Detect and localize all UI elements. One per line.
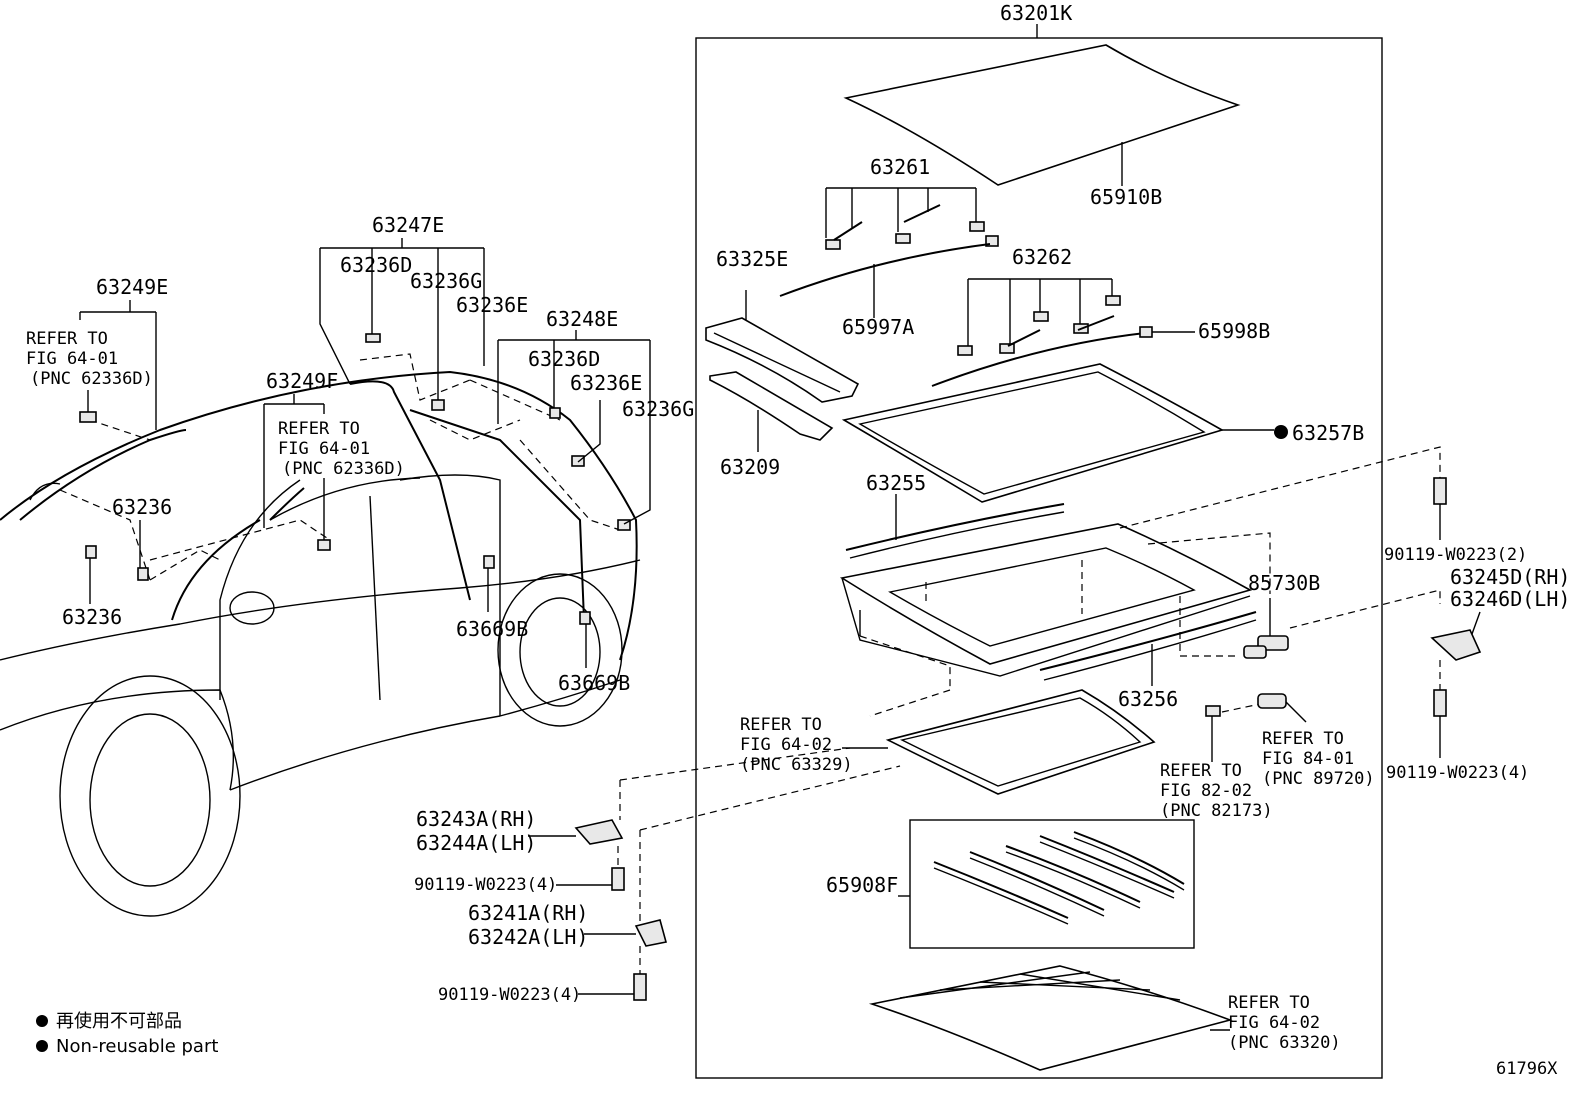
label-63248E: 63248E <box>546 307 618 331</box>
label-63255: 63255 <box>866 471 926 495</box>
label-90119-d: 90119-W0223(4) <box>1386 763 1529 783</box>
svg-text:(PNC 63320): (PNC 63320) <box>1228 1033 1341 1053</box>
left-side-bracket-hardware <box>528 747 901 1001</box>
svg-text:(PNC 62336D): (PNC 62336D) <box>282 459 405 479</box>
label-63243A: 63243A(RH) <box>416 807 536 831</box>
bracket-group-63262 <box>957 278 1121 356</box>
label-63236-b: 63236 <box>62 605 122 629</box>
ref-note-3: REFER TO FIG 64-02 (PNC 63329) <box>740 715 853 775</box>
front-rail-63255 <box>845 494 1065 559</box>
svg-text:REFER TO: REFER TO <box>26 329 108 349</box>
strips-box-65908F <box>898 819 1195 949</box>
bracket-group-63261 <box>825 187 999 250</box>
label-63236G-b: 63236G <box>622 397 694 421</box>
sunroof-motor <box>1243 598 1289 659</box>
svg-text:FIG 64-01: FIG 64-01 <box>26 349 118 369</box>
svg-text:(PNC 82173): (PNC 82173) <box>1160 801 1273 821</box>
glass-weatherstrip <box>841 363 1288 503</box>
ref-note-6: REFER TO FIG 64-02 (PNC 63320) <box>1228 993 1341 1053</box>
drain-cable-65997A <box>779 243 991 318</box>
ref-note-1: REFER TO FIG 64-01 (PNC 62336D) <box>26 329 153 389</box>
label-63247E: 63247E <box>372 213 444 237</box>
label-63236D-b: 63236D <box>528 347 600 371</box>
roof-moldings <box>19 380 585 621</box>
svg-text:FIG 64-02: FIG 64-02 <box>1228 1013 1320 1033</box>
label-63257B: 63257B <box>1292 421 1364 445</box>
label-63242A: 63242A(LH) <box>468 925 588 949</box>
figure-id: 61796X <box>1496 1059 1558 1079</box>
label-63236E-b: 63236E <box>570 371 642 395</box>
right-side-bracket-hardware <box>1430 477 1482 758</box>
label-90119-b: 90119-W0223(4) <box>438 985 581 1005</box>
label-63261: 63261 <box>870 155 930 179</box>
sunroof-switch <box>1257 693 1307 723</box>
label-63201K: 63201K <box>1000 1 1072 25</box>
housing-dashed-leaders <box>859 446 1441 688</box>
drain-cable-65998B <box>931 326 1195 387</box>
label-63244A: 63244A(LH) <box>416 831 536 855</box>
label-90119-a: 90119-W0223(4) <box>414 875 557 895</box>
label-63236E-a: 63236E <box>456 293 528 317</box>
label-63249E: 63249E <box>96 275 168 299</box>
svg-text:REFER TO: REFER TO <box>1228 993 1310 1013</box>
label-63245D: 63245D(RH) <box>1450 565 1570 589</box>
svg-text:(PNC 62336D): (PNC 62336D) <box>30 369 153 389</box>
ref-note-5: REFER TO FIG 84-01 (PNC 89720) <box>1262 729 1375 789</box>
part-labels: 63201K 65910B 63261 63325E 63262 65997A … <box>62 1 1570 1079</box>
svg-text:REFER TO: REFER TO <box>278 419 360 439</box>
label-65997A: 65997A <box>842 315 914 339</box>
svg-text:REFER TO: REFER TO <box>1160 761 1242 781</box>
vehicle-label-leaders <box>79 238 651 668</box>
svg-text:(PNC 63329): (PNC 63329) <box>740 755 853 775</box>
wire-connector <box>1205 703 1261 762</box>
ref-note-4: REFER TO FIG 82-02 (PNC 82173) <box>1160 761 1273 821</box>
svg-text:FIG 64-01: FIG 64-01 <box>278 439 370 459</box>
label-65908F: 65908F <box>826 873 898 897</box>
svg-text:REFER TO: REFER TO <box>740 715 822 735</box>
roof-headliner <box>868 965 1233 1071</box>
vehicle-clips <box>79 333 631 625</box>
legend-bullet-en <box>36 1040 48 1052</box>
reference-notes: REFER TO FIG 64-01 (PNC 62336D) REFER TO… <box>26 329 1375 1053</box>
legend-jp: 再使用不可部品 <box>56 1011 182 1032</box>
legend-bullet-jp <box>36 1015 48 1027</box>
label-63241A: 63241A(RH) <box>468 901 588 925</box>
label-63209: 63209 <box>720 455 780 479</box>
svg-text:FIG 82-02: FIG 82-02 <box>1160 781 1252 801</box>
label-63236-a: 63236 <box>112 495 172 519</box>
label-63262: 63262 <box>1012 245 1072 269</box>
svg-text:REFER TO: REFER TO <box>1262 729 1344 749</box>
vehicle-dashed-leaders <box>59 353 621 581</box>
label-63246D: 63246D(LH) <box>1450 587 1570 611</box>
legend-en: Non-reusable part <box>56 1036 218 1057</box>
label-63236G-a: 63236G <box>410 269 482 293</box>
label-65910B: 65910B <box>1090 185 1162 209</box>
legend: 再使用不可部品 Non-reusable part <box>36 1011 218 1057</box>
label-85730B: 85730B <box>1248 571 1320 595</box>
sunroof-housing <box>839 523 1253 677</box>
label-63236D-a: 63236D <box>340 253 412 277</box>
svg-text:FIG 64-02: FIG 64-02 <box>740 735 832 755</box>
sunroof-glass <box>843 44 1241 186</box>
label-63669B-a: 63669B <box>456 617 528 641</box>
label-63325E: 63325E <box>716 247 788 271</box>
frame-seal <box>842 689 1156 795</box>
label-63669B-b: 63669B <box>558 671 630 695</box>
deflector-seal <box>709 371 834 452</box>
svg-text:(PNC 89720): (PNC 89720) <box>1262 769 1375 789</box>
label-90119-c: 90119-W0223(2) <box>1384 545 1527 565</box>
rear-rail-63256 <box>1039 611 1257 686</box>
label-63256: 63256 <box>1118 687 1178 711</box>
label-63249F: 63249F <box>266 369 338 393</box>
ref-note-2: REFER TO FIG 64-01 (PNC 62336D) <box>278 419 405 479</box>
svg-text:FIG 84-01: FIG 84-01 <box>1262 749 1354 769</box>
wind-deflector <box>705 290 860 403</box>
sunroof-assembly-frame <box>695 24 1383 1079</box>
label-65998B: 65998B <box>1198 319 1270 343</box>
